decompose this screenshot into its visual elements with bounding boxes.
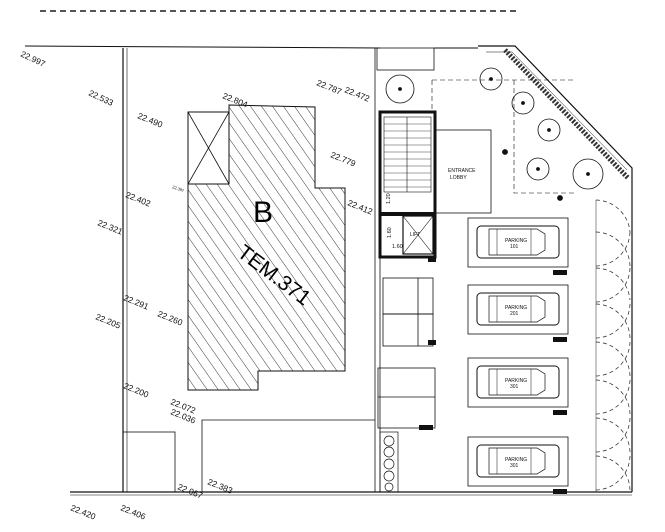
spot-level: 22.402: [124, 190, 152, 209]
dim-stair: 1.20: [386, 193, 392, 204]
parking-label: PARKING: [505, 378, 527, 384]
spot-level: 22.321: [96, 218, 124, 237]
parking-number: 301: [510, 384, 519, 390]
spot-level: 22.067: [176, 482, 204, 501]
spot-level: 22.412: [346, 198, 374, 217]
building-b: [187, 104, 346, 391]
spot-level: 22.997: [19, 49, 47, 69]
parking-number: 301: [510, 463, 519, 469]
lift-label: LIFT: [410, 232, 420, 238]
wheel-stop: [553, 489, 567, 494]
spot-level: 22.472: [343, 85, 371, 104]
parking-arcs: [595, 199, 631, 492]
spot-level: 22.779: [329, 150, 357, 169]
parking-number: 201: [510, 311, 519, 317]
planter-strip: [379, 431, 399, 493]
parking-label: PARKING: [505, 238, 527, 244]
dim-lift-depth: 1.60: [387, 227, 393, 238]
storage-rooms: [377, 257, 436, 430]
spot-level: 22.200: [122, 381, 150, 400]
trees: [385, 67, 604, 201]
parking-label: PARKING: [505, 457, 527, 463]
spot-level-small: 22.387: [172, 184, 186, 193]
dim-lift-width: 1.60: [392, 244, 403, 250]
car-icon: [476, 365, 560, 399]
car-icon: [476, 225, 560, 259]
spot-level: 22.533: [87, 88, 115, 108]
spot-level: 22.787: [315, 78, 343, 97]
spot-level: 22.420: [69, 503, 97, 522]
parking-number: 101: [510, 244, 519, 250]
block-letter: B: [253, 196, 273, 229]
spot-level: 22.406: [119, 503, 147, 522]
car-icon: [476, 444, 560, 478]
wheel-stop: [553, 270, 567, 275]
entrance-label-line2: LOBBY: [450, 175, 467, 181]
wheel-stop: [553, 337, 567, 342]
parking-label: PARKING: [505, 305, 527, 311]
wheel-stop: [553, 410, 567, 415]
spot-level: 22.260: [156, 309, 184, 328]
car-icon: [476, 292, 560, 326]
stair-core: [374, 47, 492, 492]
spot-level: 22.490: [136, 111, 164, 130]
corner-wall: [503, 48, 630, 180]
spot-level: 22.383: [206, 477, 234, 496]
lower-site-blocks: [122, 419, 375, 493]
spot-level: 22.291: [122, 293, 150, 312]
spot-level: 22.205: [94, 312, 122, 331]
entrance-label-line1: ENTRANCE: [448, 168, 476, 174]
